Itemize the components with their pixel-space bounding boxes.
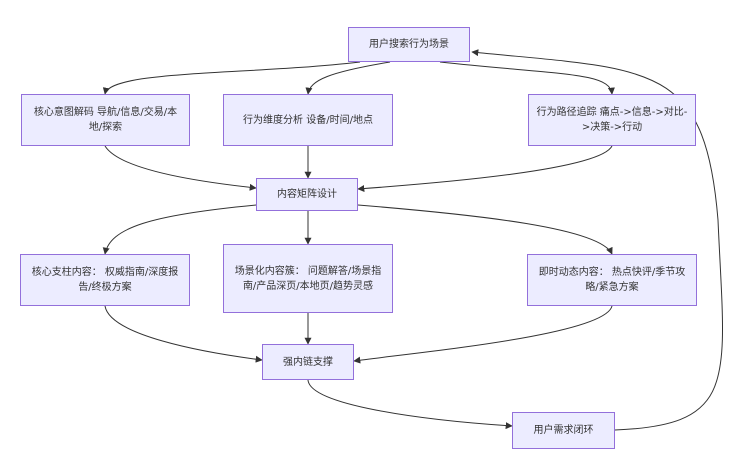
node-label: 场景化内容簇： 问题解答/场景指南/产品深页/本地页/趋势灵感 bbox=[234, 265, 382, 292]
node-core-intent: 核心意图解码 导航/信息/交易/本地/探索 bbox=[21, 94, 190, 146]
node-behavior-dimension: 行为维度分析 设备/时间/地点 bbox=[223, 94, 393, 146]
node-user-search-scenario: 用户搜索行为场景 bbox=[348, 27, 470, 62]
node-label: 内容矩阵设计 bbox=[277, 189, 337, 200]
node-label: 即时动态内容： 热点快评/季节攻略/紧急方案 bbox=[538, 267, 686, 293]
node-label: 用户搜索行为场景 bbox=[369, 39, 449, 50]
edge-start-path bbox=[439, 61, 615, 95]
node-core-pillar-content: 核心支柱内容： 权威指南/深度报告/终极方案 bbox=[20, 254, 190, 306]
edge-start-dimension bbox=[305, 61, 391, 95]
edge-pillar-links bbox=[104, 305, 263, 363]
edge-matrix-dynamic bbox=[357, 204, 613, 255]
edge-matrix-pillar bbox=[102, 204, 257, 255]
node-label: 核心支柱内容： 权威指南/深度报告/终极方案 bbox=[31, 267, 179, 293]
node-content-matrix: 内容矩阵设计 bbox=[256, 178, 358, 211]
node-label: 用户需求闭环 bbox=[533, 425, 594, 436]
node-label: 行为路径追踪 痛点->信息->对比->决策->行动 bbox=[536, 107, 688, 133]
node-user-need-loop: 用户需求闭环 bbox=[512, 412, 615, 449]
node-label: 强内链支撑 bbox=[283, 356, 333, 368]
node-behavior-path: 行为路径追踪 痛点->信息->对比->决策->行动 bbox=[528, 94, 696, 146]
node-instant-dynamic-content: 即时动态内容： 热点快评/季节攻略/紧急方案 bbox=[527, 254, 697, 306]
edge-intent-matrix bbox=[104, 145, 257, 191]
node-scenario-content-cluster: 场景化内容簇： 问题解答/场景指南/产品深页/本地页/趋势灵感 bbox=[223, 244, 393, 313]
node-label: 行为维度分析 设备/时间/地点 bbox=[243, 114, 373, 126]
edge-dynamic-links bbox=[353, 305, 613, 364]
edge-path-matrix bbox=[357, 145, 613, 193]
edge-loop-start bbox=[471, 49, 723, 431]
edge-start-intent bbox=[102, 61, 361, 95]
node-label: 核心意图解码 导航/信息/交易/本地/探索 bbox=[33, 107, 178, 133]
node-internal-links: 强内链支撑 bbox=[262, 344, 354, 380]
edge-links-loop bbox=[307, 379, 513, 430]
